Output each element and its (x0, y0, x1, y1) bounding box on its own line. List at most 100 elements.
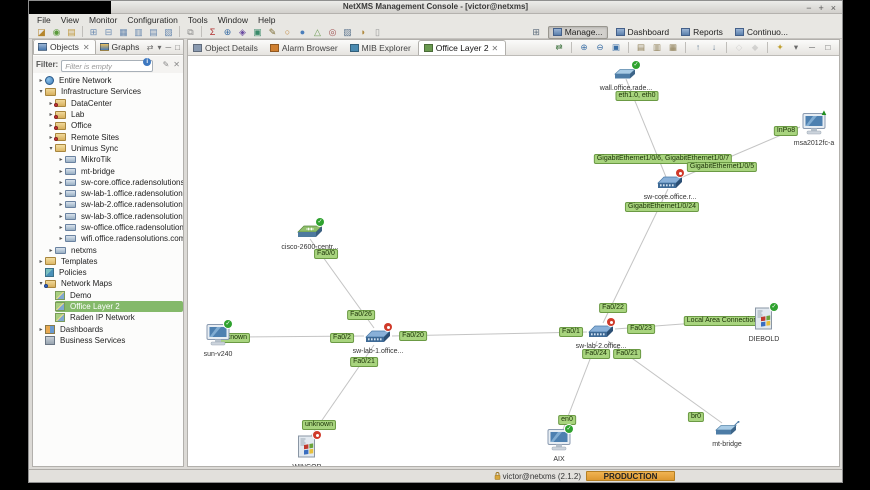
editor-tab-object-details[interactable]: Object Details (188, 41, 265, 55)
minimize-icon[interactable]: ─ (165, 43, 172, 52)
map-node-diebold[interactable]: ✓DIEBOLD (732, 303, 796, 344)
tree-item-infrastructure-services[interactable]: ▾Infrastructure Services (33, 86, 183, 97)
properties-icon[interactable]: ✦ (776, 42, 784, 52)
expander-icon[interactable]: ▾ (49, 145, 53, 152)
scripts-icon[interactable]: ▨ (343, 26, 352, 37)
network-disc-icon[interactable]: ● (299, 26, 306, 37)
view-menu-icon[interactable]: ▾ (157, 43, 162, 52)
expander-icon[interactable]: ▸ (49, 247, 53, 254)
open-perspective-icon[interactable]: ⊞ (532, 27, 540, 37)
link-with-editor-icon[interactable]: ⇄ (146, 43, 154, 52)
map-node-wall[interactable]: ✓wall.office.rade... (594, 61, 658, 93)
tree-item-network-maps[interactable]: ▾Network Maps (33, 278, 183, 289)
tree-item-datacenter[interactable]: ▸DataCenter (33, 98, 183, 109)
expander-icon[interactable]: ▸ (39, 258, 43, 265)
tree-item-templates[interactable]: ▸Templates (33, 256, 183, 267)
expander-icon[interactable]: ▸ (49, 134, 53, 141)
perspective-dashboard[interactable]: Dashboard (612, 26, 674, 39)
packages-icon[interactable]: ◎ (328, 26, 337, 37)
perspective-manage[interactable]: Manage... (547, 25, 608, 39)
view-menu-icon[interactable]: ▾ (793, 42, 799, 52)
map-node-sw-lab-1[interactable]: sw-lab-1.office... (346, 323, 410, 356)
expander-icon[interactable]: ▸ (49, 100, 53, 107)
tree-item-demo[interactable]: Demo (33, 290, 183, 301)
menu-monitor[interactable]: Monitor (88, 14, 118, 25)
zoom-in-icon[interactable]: ⊕ (580, 42, 588, 52)
expander-icon[interactable]: ▸ (39, 326, 43, 333)
tree-item-policies[interactable]: Policies (33, 267, 183, 278)
menu-help[interactable]: Help (257, 14, 276, 25)
editor-tab-office-layer-2[interactable]: Office Layer 2✕ (417, 40, 507, 55)
tree-item-sw-lab-3-office-radensolutions[interactable]: ▸sw-lab-3.office.radensolutions.com (33, 211, 183, 222)
show-link-names-icon[interactable]: ⇄ (555, 42, 563, 52)
new-object-1-icon[interactable]: ⊞ (89, 26, 98, 37)
close-filter-icon[interactable]: ✕ (173, 60, 180, 69)
dci-config-icon[interactable]: ◈ (239, 26, 246, 37)
new-object-4-icon[interactable]: ▥ (134, 26, 143, 37)
tree-item-mikrotik[interactable]: ▸MikroTik (33, 154, 183, 165)
perspective-continuo[interactable]: Continuo... (731, 26, 792, 39)
schedule-icon[interactable]: ◑ (359, 26, 366, 37)
expander-icon[interactable]: ▸ (59, 236, 63, 243)
tree-item-mt-bridge[interactable]: ▸mt-bridge (33, 165, 183, 176)
expander-icon[interactable]: ▸ (49, 112, 53, 119)
tree-item-lab[interactable]: ▸Lab (33, 109, 183, 120)
new-object-5-icon[interactable]: ▤ (149, 26, 158, 37)
grid-icon[interactable]: ▦ (668, 42, 678, 52)
expander-icon[interactable]: ▸ (59, 213, 63, 220)
tree-item-sw-lab-2-office-radensolutions[interactable]: ▸sw-lab-2.office.radensolutions.com (33, 199, 183, 210)
map-node-aix[interactable]: ✓AIX (527, 425, 591, 464)
map-node-sun-v240[interactable]: ✓sun-v240 (188, 320, 250, 359)
report-icon[interactable]: ▯ (375, 26, 380, 37)
tree-item-entire-network[interactable]: ▸Entire Network (33, 75, 183, 86)
expander-icon[interactable]: ▸ (59, 225, 63, 231)
map-node-sw-core[interactable]: sw-core.office.r... (638, 169, 702, 202)
expander-icon[interactable]: ▾ (39, 89, 43, 96)
tree-item-wifi-office-radensolutions-com[interactable]: ▸wifi.office.radensolutions.com (33, 233, 183, 244)
tree-item-office-layer-2[interactable]: Office Layer 2 (33, 301, 183, 313)
expander-icon[interactable]: ▸ (49, 123, 53, 130)
new-object-3-icon[interactable]: ▦ (119, 26, 128, 37)
graphs-icon[interactable]: ▣ (253, 26, 262, 37)
editor-tab-alarm-browser[interactable]: Alarm Browser (265, 41, 345, 55)
expander-icon[interactable]: ▸ (59, 157, 63, 164)
map-node-wincor[interactable]: WINCOR (275, 431, 339, 466)
perspective-reports[interactable]: Reports (677, 26, 727, 39)
zoom-fit-icon[interactable]: ▣ (611, 42, 621, 52)
alarms-icon[interactable]: ○ (284, 26, 291, 37)
tree-item-business-services[interactable]: Business Services (33, 335, 183, 346)
restore-button[interactable]: + (818, 2, 824, 13)
copy-icon[interactable]: ⧉ (187, 26, 194, 37)
tree-item-raden-ip-network[interactable]: Raden IP Network (33, 312, 183, 323)
map-node-mt-bridge[interactable]: mt-bridge (695, 420, 759, 449)
new-object-2-icon[interactable]: ⊟ (104, 26, 113, 37)
expander-icon[interactable]: ▸ (59, 179, 63, 186)
new-object-6-icon[interactable]: ▧ (164, 26, 173, 37)
menu-view[interactable]: View (60, 14, 79, 25)
map-node-cisco-2600[interactable]: ✓cisco-2600-centr... (278, 218, 342, 252)
menu-configuration[interactable]: Configuration (127, 14, 178, 25)
view-tab-graphs[interactable]: Graphs (96, 40, 145, 54)
tree-item-office[interactable]: ▸Office (33, 120, 183, 131)
map-node-sw-lab-2[interactable]: sw-lab-2.office... (569, 318, 633, 351)
align-h-icon[interactable]: ↓ (711, 42, 717, 52)
menu-tools[interactable]: Tools (187, 14, 208, 25)
tree-item-sw-office-office-radensolution[interactable]: ▸sw-office.office.radensolutions.com (33, 222, 183, 233)
summary-icon[interactable]: Σ (209, 26, 216, 37)
export-data-icon[interactable]: ▤ (67, 26, 76, 37)
edit-icon[interactable]: ✎ (268, 26, 277, 37)
menu-file[interactable]: File (37, 14, 51, 25)
close-tab-icon[interactable]: ✕ (82, 42, 90, 52)
edit-filter-icon[interactable]: ✎ (162, 60, 170, 69)
tree-item-remote-sites[interactable]: ▸Remote Sites (33, 131, 183, 142)
maximize-icon[interactable]: □ (825, 42, 831, 52)
expander-icon[interactable]: ▸ (59, 168, 63, 175)
tree-item-sw-lab-1-office-radensolutions[interactable]: ▸sw-lab-1.office.radensolutions.com (33, 188, 183, 199)
tree-item-dashboards[interactable]: ▸Dashboards (33, 324, 183, 335)
tree-item-sw-core-office-radensolutions-[interactable]: ▸sw-core.office.radensolutions.com (33, 177, 183, 188)
zoom-out-icon[interactable]: ⊖ (596, 42, 604, 52)
tree-item-netxms[interactable]: ▸netxms (33, 244, 183, 255)
tree-item-unimus-sync[interactable]: ▾Unimus Sync (33, 143, 183, 154)
maximize-icon[interactable]: □ (175, 43, 180, 52)
